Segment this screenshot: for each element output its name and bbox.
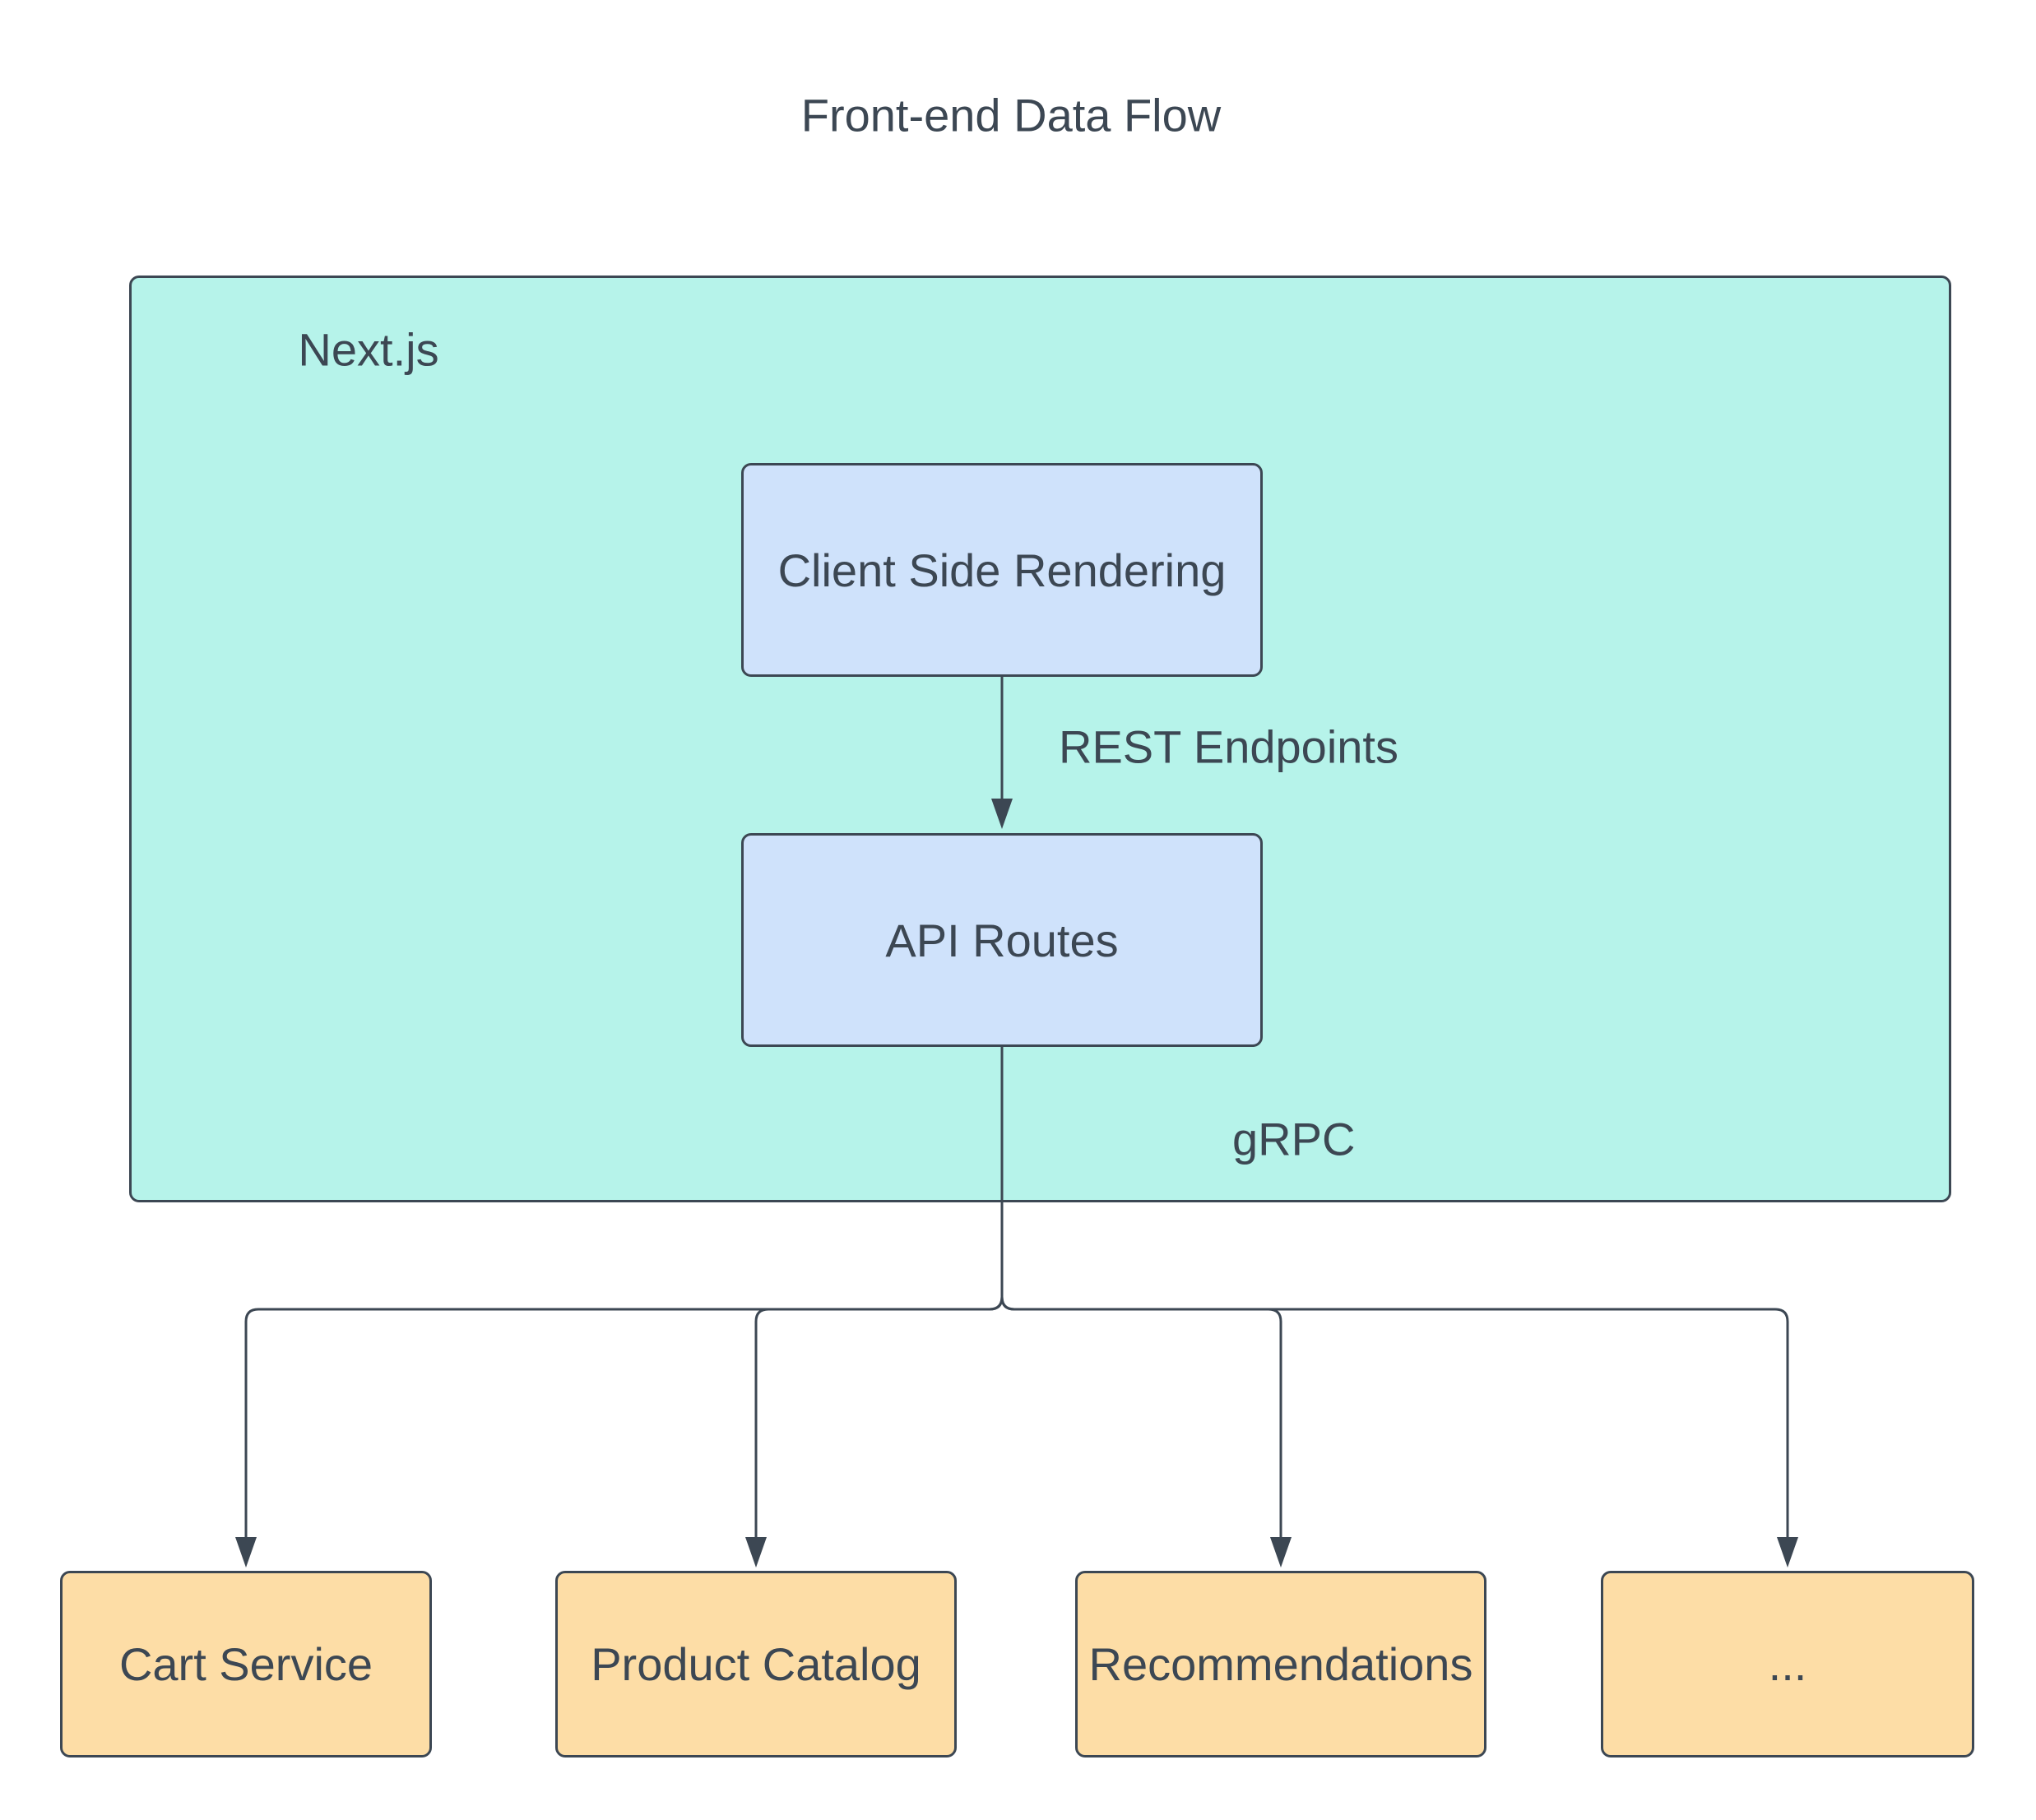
node-recommendations: Recommendations xyxy=(1075,1571,1486,1757)
node-recommendations-label: Recommendations xyxy=(1088,1638,1473,1690)
node-client-side-rendering: Client Side Rendering xyxy=(741,463,1263,677)
node-ellipsis: ... xyxy=(1601,1571,1974,1757)
arrowhead-product-catalog xyxy=(745,1537,767,1568)
node-client-side-rendering-label: Client Side Rendering xyxy=(777,544,1227,596)
edge-label-rest-endpoints: REST Endpoints xyxy=(1059,720,1398,773)
node-product-catalog-label: Product Catalog xyxy=(591,1638,921,1690)
nextjs-container xyxy=(129,276,1951,1202)
node-cart-service: Cart Service xyxy=(60,1571,432,1757)
edge-label-grpc: gRPC xyxy=(1232,1113,1356,1165)
arrowhead-recommendations xyxy=(1270,1537,1292,1568)
node-api-routes-label: API Routes xyxy=(885,914,1119,966)
nextjs-container-label: Next.js xyxy=(298,323,439,376)
arrowhead-ellipsis xyxy=(1777,1537,1798,1568)
node-cart-service-label: Cart Service xyxy=(118,1638,373,1690)
arrowhead-cart-service xyxy=(235,1537,257,1568)
node-api-routes: API Routes xyxy=(741,833,1263,1047)
node-product-catalog: Product Catalog xyxy=(555,1571,957,1757)
node-ellipsis-label: ... xyxy=(1768,1638,1807,1690)
diagram-title: Front-end Data Flow xyxy=(800,89,1222,141)
